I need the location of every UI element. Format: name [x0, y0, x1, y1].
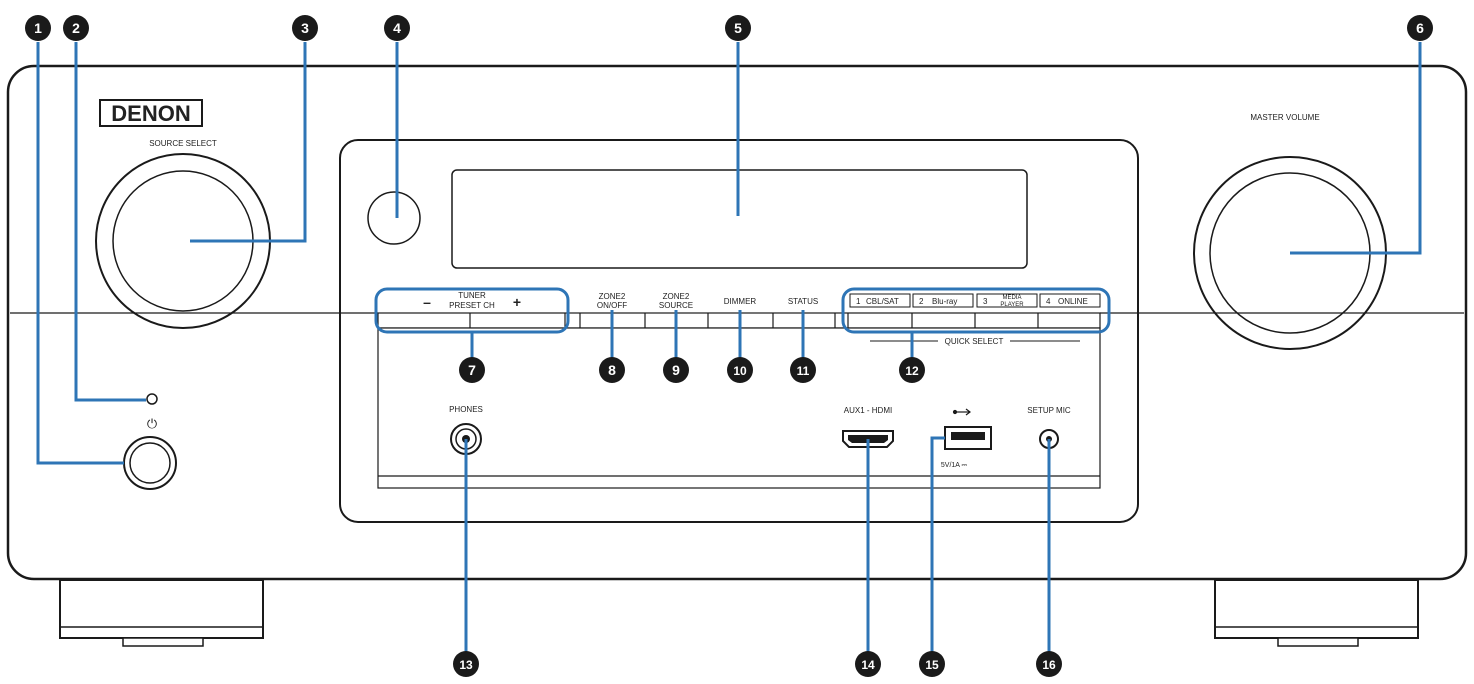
svg-text:10: 10	[733, 364, 747, 378]
svg-text:11: 11	[797, 364, 810, 378]
foot-left	[59, 579, 264, 647]
quick-select-buttons: 1 CBL/SAT 2 Blu-ray 3 MEDIA PLAYER 4 ONL…	[849, 293, 1101, 308]
svg-text:ONLINE: ONLINE	[1058, 297, 1088, 306]
callout-2: 2	[63, 15, 89, 41]
tuner-label: TUNER	[458, 291, 486, 300]
zone2-source-label-2: SOURCE	[659, 301, 693, 310]
master-volume-label: MASTER VOLUME	[1250, 113, 1319, 122]
svg-text:14: 14	[861, 658, 875, 672]
svg-text:16: 16	[1042, 658, 1056, 672]
svg-text:CBL/SAT: CBL/SAT	[866, 297, 899, 306]
svg-text:6: 6	[1416, 20, 1424, 36]
usb-rating-label: 5V/1A ⎓	[941, 462, 968, 469]
callout-4: 4	[384, 15, 410, 41]
power-icon: ⏻	[147, 416, 157, 431]
svg-text:3: 3	[983, 297, 988, 306]
svg-text:5: 5	[734, 20, 742, 36]
zone2-onoff-label-2: ON/OFF	[597, 301, 627, 310]
callout-12: 12	[899, 357, 925, 383]
setup-mic-label: SETUP MIC	[1027, 406, 1071, 415]
aux1-hdmi-label: AUX1 - HDMI	[844, 406, 892, 415]
source-select-label: SOURCE SELECT	[149, 139, 217, 148]
svg-text:3: 3	[301, 20, 309, 36]
callout-13: 13	[453, 651, 479, 677]
callout-8: 8	[599, 357, 625, 383]
svg-text:4: 4	[393, 20, 401, 36]
dimmer-label: DIMMER	[724, 297, 757, 306]
svg-text:1: 1	[856, 297, 861, 306]
callout-5: 5	[725, 15, 751, 41]
brand-logo-frame	[99, 99, 203, 127]
svg-text:9: 9	[672, 362, 680, 378]
zone2-onoff-label-1: ZONE2	[599, 292, 626, 301]
svg-text:12: 12	[905, 364, 919, 378]
callout-10: 10	[727, 357, 753, 383]
svg-text:8: 8	[608, 362, 616, 378]
phones-label: PHONES	[449, 405, 483, 414]
svg-text:15: 15	[925, 658, 939, 672]
remote-sensor	[367, 191, 421, 245]
svg-text:13: 13	[459, 658, 473, 672]
svg-text:4: 4	[1046, 297, 1051, 306]
callout-3: 3	[292, 15, 318, 41]
brand-logo: DENON	[111, 101, 190, 126]
svg-text:PLAYER: PLAYER	[1000, 302, 1024, 308]
usb-icon	[952, 408, 971, 416]
foot-right	[1214, 579, 1419, 647]
callout-1: 1	[25, 15, 51, 41]
callout-14: 14	[855, 651, 881, 677]
callout-16: 16	[1036, 651, 1062, 677]
callout-6: 6	[1407, 15, 1433, 41]
callout-11: 11	[790, 357, 816, 383]
svg-text:2: 2	[919, 297, 924, 306]
quick-select-3[interactable]	[976, 293, 1038, 308]
svg-text:1: 1	[34, 20, 42, 36]
quick-select-highlight	[841, 287, 1111, 334]
power-indicator	[146, 393, 158, 405]
callout-15: 15	[919, 651, 945, 677]
svg-text:Blu-ray: Blu-ray	[932, 297, 957, 306]
svg-text:2: 2	[72, 20, 80, 36]
tuner-plus-button[interactable]: +	[513, 294, 521, 310]
quick-select-label: QUICK SELECT	[945, 337, 1004, 346]
status-label: STATUS	[788, 297, 818, 306]
callout-9: 9	[663, 357, 689, 383]
zone2-source-label-1: ZONE2	[663, 292, 690, 301]
quick-select-4[interactable]	[1039, 293, 1101, 308]
svg-text:7: 7	[468, 362, 476, 378]
preset-ch-label: PRESET CH	[449, 301, 495, 310]
svg-text:MEDIA: MEDIA	[1002, 295, 1021, 301]
callout-7: 7	[459, 357, 485, 383]
quick-select-2[interactable]	[912, 293, 974, 308]
quick-select-1[interactable]	[849, 293, 911, 308]
callout-lines	[36, 42, 1422, 652]
tuner-minus-button[interactable]: –	[423, 294, 431, 310]
